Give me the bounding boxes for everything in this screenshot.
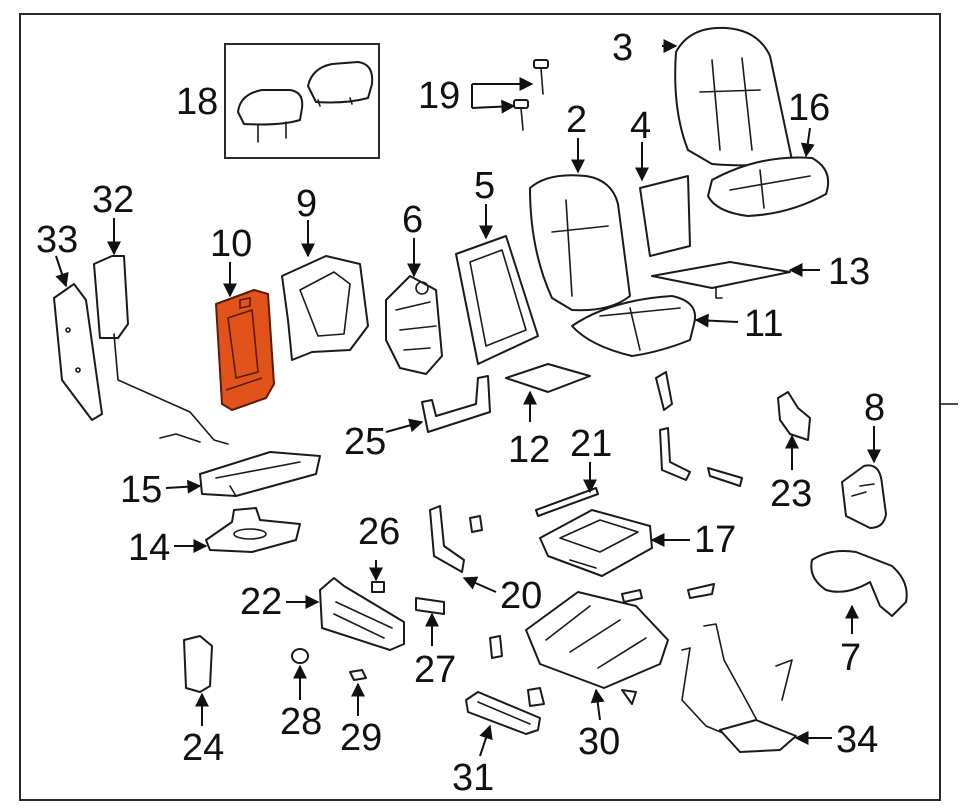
callout-13: 13 xyxy=(828,251,870,293)
diagram-frame xyxy=(19,13,941,801)
part-21-strip xyxy=(535,487,599,517)
part-4-pad xyxy=(639,175,691,257)
callout-16: 16 xyxy=(788,87,830,129)
part-31-track-cover xyxy=(465,691,541,735)
callout-7: 7 xyxy=(840,637,861,679)
callout-25: 25 xyxy=(344,421,386,463)
callout-9: 9 xyxy=(296,183,317,225)
callout-34: 34 xyxy=(836,719,878,761)
callout-23: 23 xyxy=(770,473,812,515)
callout-24: 24 xyxy=(182,727,224,769)
callout-26: 26 xyxy=(358,511,400,553)
part-8-switch xyxy=(841,464,887,529)
part-32-airbag-module xyxy=(93,255,229,445)
callout-20: 20 xyxy=(500,575,542,617)
callout-12: 12 xyxy=(508,429,550,471)
callout-6: 6 xyxy=(402,199,423,241)
part-27-clip xyxy=(415,597,445,615)
callout-19: 19 xyxy=(418,75,460,117)
callout-8: 8 xyxy=(864,387,885,429)
part-25-bracket xyxy=(421,375,491,433)
part-23-cover xyxy=(777,391,811,441)
callout-10: 10 xyxy=(210,223,252,265)
callout-29: 29 xyxy=(340,717,382,759)
leader-lines xyxy=(55,39,881,757)
small-clips-center xyxy=(655,371,743,487)
callout-22: 22 xyxy=(240,581,282,623)
part-13-mat xyxy=(651,261,791,299)
callout-31: 31 xyxy=(452,757,494,799)
part-3-seatback-cover xyxy=(674,26,793,167)
part-22-side-shield xyxy=(319,577,405,651)
part-24-bracket xyxy=(183,635,213,693)
part-14-housing xyxy=(205,507,301,553)
callout-14: 14 xyxy=(128,527,170,569)
part-17-seat-pan xyxy=(539,509,653,577)
part-30-track-assembly xyxy=(489,583,715,707)
callout-30: 30 xyxy=(578,721,620,763)
callout-15: 15 xyxy=(120,469,162,511)
callout-27: 27 xyxy=(414,649,456,691)
part-16-cushion-cover xyxy=(707,156,830,217)
part-26-clip xyxy=(371,581,385,593)
part-19-bolts xyxy=(513,59,549,131)
callout-4: 4 xyxy=(630,105,651,147)
part-15-module xyxy=(199,451,321,497)
callout-11: 11 xyxy=(744,303,783,345)
callout-18: 18 xyxy=(176,81,218,123)
part-29-clip xyxy=(349,669,367,681)
headrest-group-box xyxy=(224,43,380,159)
callout-17: 17 xyxy=(694,519,736,561)
part-12-pad xyxy=(505,363,591,393)
callout-5: 5 xyxy=(474,165,495,207)
callout-labels: 3 2 4 16 18 19 5 6 9 10 32 33 13 11 12 2… xyxy=(36,27,885,799)
callout-33: 33 xyxy=(36,219,78,261)
part-2-seatback-frame xyxy=(529,174,631,312)
callout-3: 3 xyxy=(612,27,633,69)
part-10-back-panel xyxy=(215,289,275,411)
part-11-cushion xyxy=(571,295,696,357)
highlighted-part-10 xyxy=(215,289,275,411)
part-5-frame-panel xyxy=(455,235,539,365)
callout-2: 2 xyxy=(566,99,587,141)
part-34-harness xyxy=(681,623,797,753)
part-28-cap xyxy=(291,648,309,664)
part-9-trim-panel xyxy=(281,255,369,361)
callout-21: 21 xyxy=(570,423,612,465)
part-20-bracket xyxy=(429,505,483,573)
part-18-headrests xyxy=(224,43,380,159)
part-33-side-panel xyxy=(53,283,103,421)
part-6-mechanism xyxy=(385,275,443,375)
part-7-bezel xyxy=(810,550,908,617)
callout-32: 32 xyxy=(92,179,134,221)
callout-28: 28 xyxy=(280,701,322,743)
